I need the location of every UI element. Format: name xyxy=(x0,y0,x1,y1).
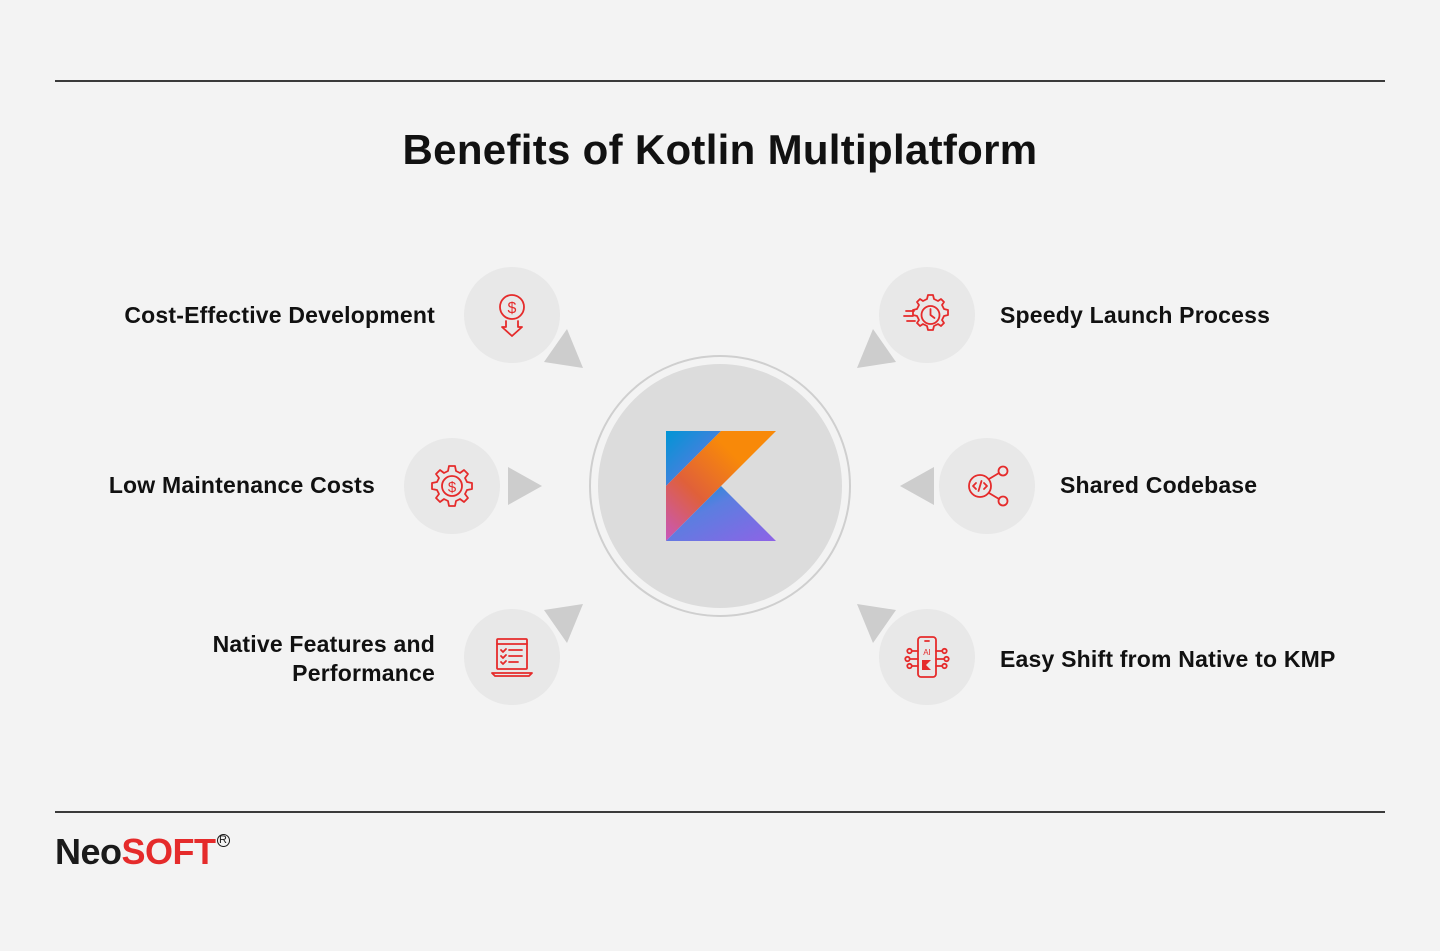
benefit-icon-circle-native xyxy=(464,609,560,705)
benefit-label-cost-effective: Cost-Effective Development xyxy=(124,302,435,328)
gear-dollar-icon: $ xyxy=(431,465,473,507)
arrow-top-right xyxy=(857,329,896,368)
benefit-icon-circle-speedy xyxy=(879,267,975,363)
code-share-icon xyxy=(968,465,1009,507)
gear-stopwatch-icon xyxy=(903,294,949,331)
arrow-mid-left xyxy=(508,467,542,505)
benefit-label-low-maintenance: Low Maintenance Costs xyxy=(108,472,375,498)
arrow-bottom-right xyxy=(857,604,896,643)
registered-mark: R xyxy=(216,834,230,847)
arrow-mid-right xyxy=(900,467,934,505)
benefit-label-easy-shift: Easy Shift from Native to KMP xyxy=(1000,646,1336,672)
arrow-bottom-left xyxy=(544,604,583,643)
svg-text:$: $ xyxy=(448,479,457,496)
benefit-icon-circle-cost: $ xyxy=(464,267,560,363)
benefit-label-native-features: Native Features and Performance xyxy=(212,631,435,686)
phone-ai-circuit-icon: AI xyxy=(904,636,950,678)
top-divider xyxy=(55,80,1385,82)
benefit-icon-circle-maintenance: $ xyxy=(404,438,500,534)
page-title: Benefits of Kotlin Multiplatform xyxy=(402,126,1038,173)
svg-text:$: $ xyxy=(508,300,517,317)
laptop-checklist-icon xyxy=(491,638,533,677)
benefit-label-shared-codebase: Shared Codebase xyxy=(1060,472,1258,498)
benefit-label-speedy-launch: Speedy Launch Process xyxy=(1000,302,1271,328)
bottom-divider xyxy=(55,811,1385,813)
phone-ai-label: AI xyxy=(923,648,931,657)
arrow-top-left xyxy=(544,329,583,368)
benefit-icon-circle-easy-shift: AI xyxy=(879,609,975,705)
benefit-icon-circle-shared xyxy=(939,438,1035,534)
kotlin-logo xyxy=(666,431,776,541)
dollar-down-icon: $ xyxy=(499,294,525,337)
